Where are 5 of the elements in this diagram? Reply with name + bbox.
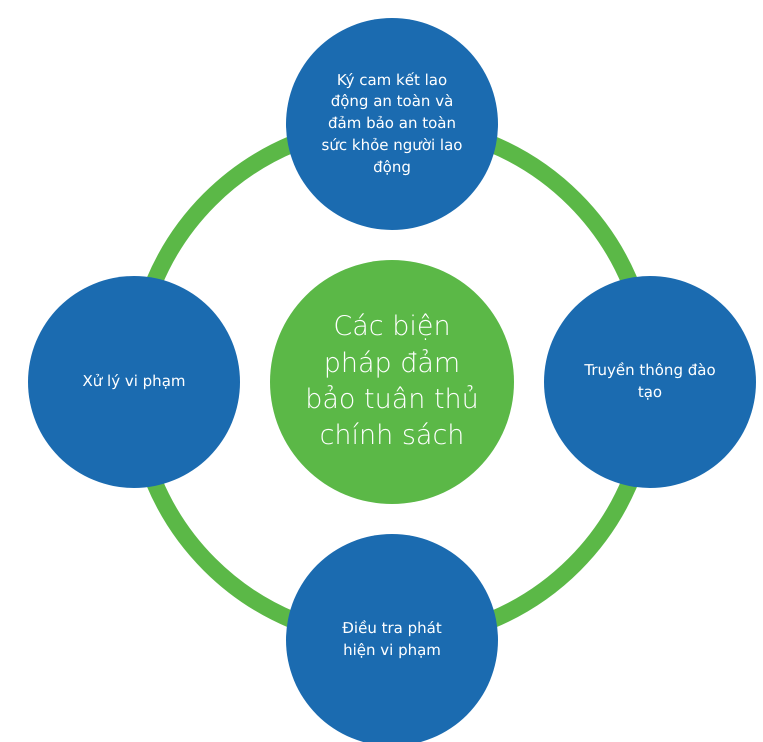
topic-label: Xử lý vi phạm (82, 371, 186, 392)
topic-label: Điều tra phát hiện vi phạm (341, 618, 443, 661)
topic-label: Ký cam kết lao động an toàn và đảm bảo an toàn sức khỏe người lao động (320, 70, 464, 178)
center-title: Các biện pháp đảm bảo tuân thủ chính sách (304, 310, 480, 454)
topic-label: Truyền thông đào tạo (583, 360, 717, 403)
